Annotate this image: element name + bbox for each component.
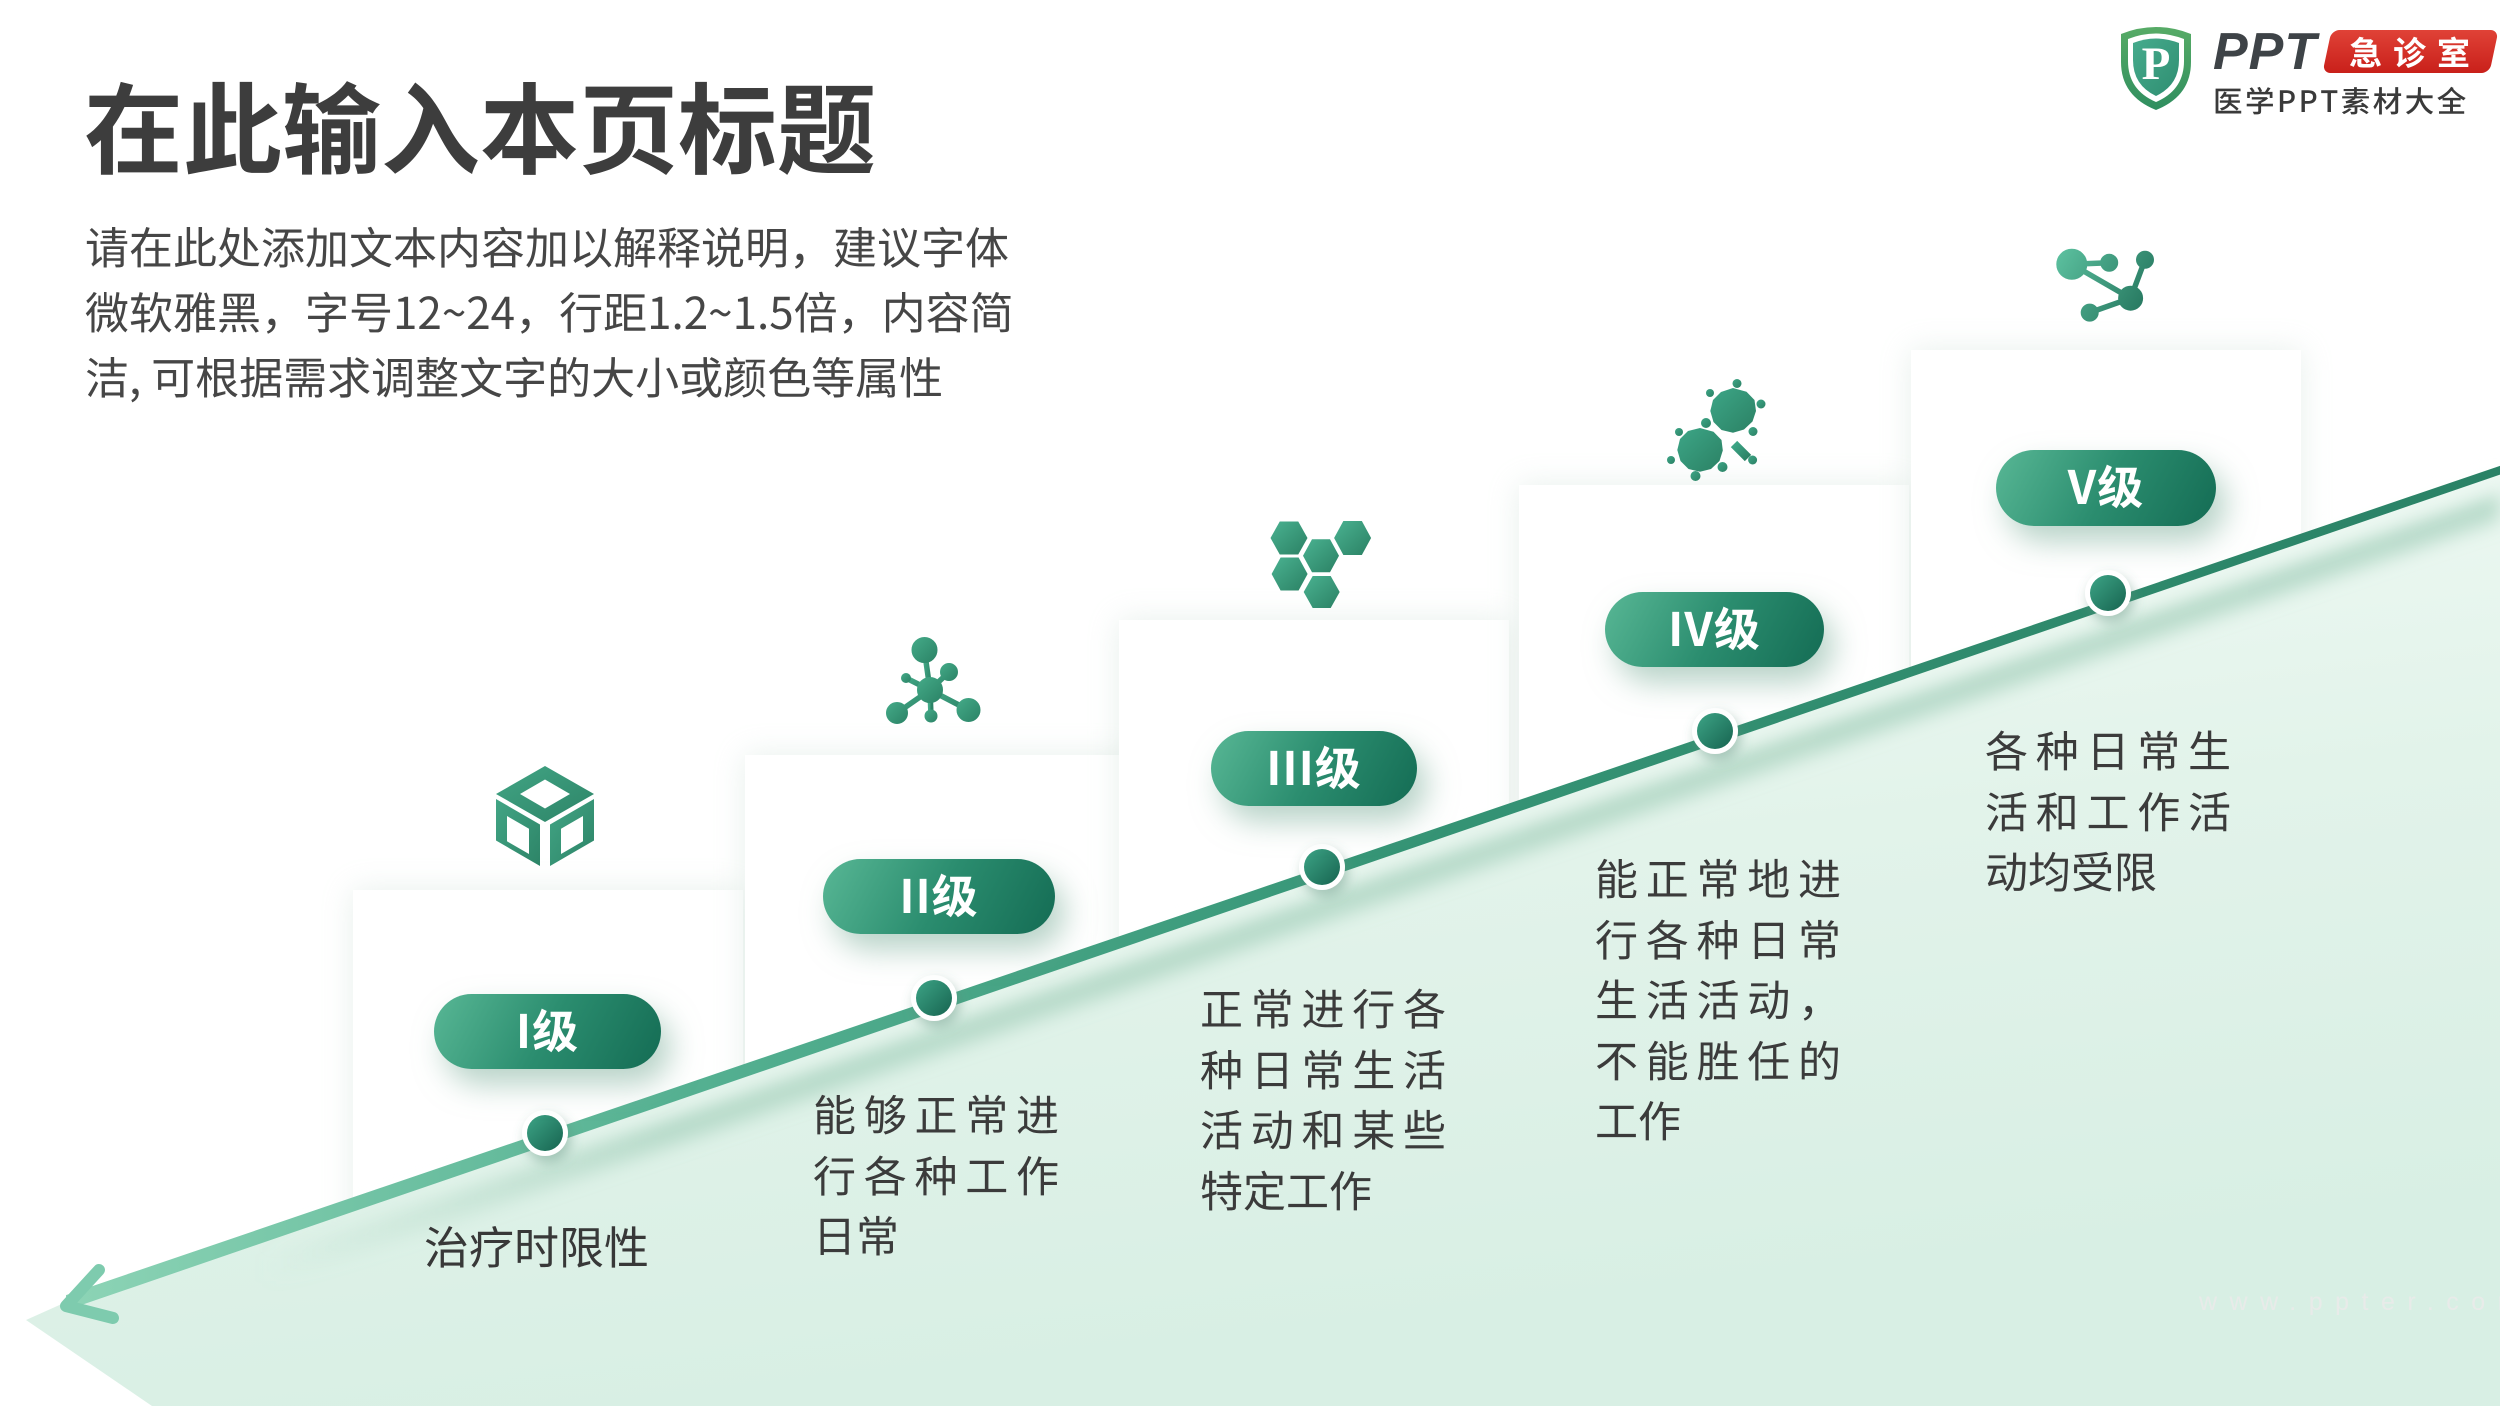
svg-text:P: P xyxy=(2142,38,2171,90)
